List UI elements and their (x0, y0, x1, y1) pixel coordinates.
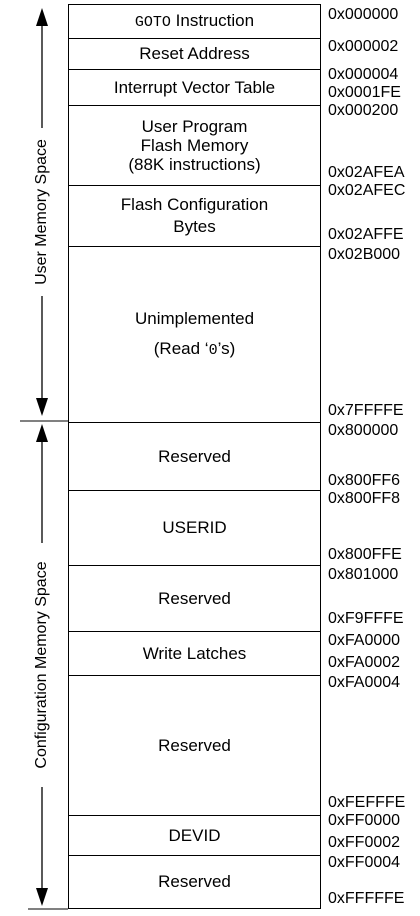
segment-reserved-1: Reserved (69, 423, 320, 491)
reserved-2-label: Reserved (158, 588, 231, 608)
write-latches-label: Write Latches (142, 643, 247, 663)
read-zeros-label: (Read ‘0’s) (154, 334, 235, 366)
address-label: 0x02B000 (328, 246, 401, 263)
user-space-arrow-down (36, 398, 48, 416)
config-space-arrow-down (36, 888, 48, 906)
address-label: 0xF9FFFE (328, 610, 404, 627)
user-flash-line-3: (88K instructions) (128, 155, 261, 174)
reserved-1-label: Reserved (158, 446, 231, 466)
segment-userid: USERID (69, 491, 320, 566)
address-label: 0x0001FE (328, 84, 401, 101)
goto-mono-text: GOTO (134, 13, 171, 31)
address-label: 0x000200 (328, 102, 399, 119)
segment-user-program-flash: User Program Flash Memory (88K instructi… (69, 106, 320, 186)
segment-devid: DEVID (69, 816, 320, 856)
address-label: 0x800000 (328, 422, 399, 439)
reserved-3-label: Reserved (158, 735, 231, 755)
devid-label: DEVID (168, 825, 221, 845)
segment-reserved-4: Reserved (69, 856, 320, 908)
address-label: 0x800FFE (328, 546, 402, 563)
address-label: 0xFA0004 (328, 674, 401, 691)
address-label: 0x000000 (328, 6, 399, 23)
configuration-memory-space-label: Configuration Memory Space (33, 543, 51, 787)
user-flash-line-1: User Program (141, 117, 248, 136)
address-label: 0x7FFFFE (328, 402, 404, 419)
segment-reset-address: Reset Address (69, 39, 320, 70)
flash-config-line-2: Bytes (173, 217, 216, 236)
address-label: 0xFFFFFE (328, 890, 405, 907)
address-label: 0x000004 (328, 66, 399, 83)
address-label: 0x02AFEC (328, 182, 406, 199)
user-flash-line-2: Flash Memory (140, 136, 249, 155)
config-space-arrow-up (36, 424, 48, 442)
user-memory-space-label: User Memory Space (33, 128, 51, 296)
segment-flash-configuration-bytes: Flash Configuration Bytes (69, 186, 320, 247)
address-label: 0xFEFFFE (328, 794, 406, 811)
segment-unimplemented: Unimplemented (Read ‘0’s) (69, 247, 320, 423)
address-label: 0xFF0002 (328, 834, 401, 851)
reserved-4-label: Reserved (158, 872, 231, 891)
segment-reserved-3: Reserved (69, 676, 320, 816)
address-label: 0x000002 (328, 38, 399, 55)
address-label: 0x02AFFE (328, 226, 404, 243)
read-zeros-mono: 0 (208, 341, 218, 359)
goto-rest-text: Instruction (170, 10, 255, 30)
address-label: 0xFA0000 (328, 632, 401, 649)
unimplemented-label: Unimplemented (134, 308, 255, 328)
address-label: 0xFA0002 (328, 654, 401, 671)
read-zeros-post: ’s) (217, 338, 236, 358)
userid-label: USERID (162, 518, 227, 537)
address-label: 0x800FF8 (328, 490, 401, 507)
segment-goto-instruction: GOTO Instruction (69, 5, 320, 39)
address-label: 0x800FF6 (328, 472, 401, 489)
read-zeros-pre: (Read ‘ (153, 338, 209, 358)
user-space-arrow-up (36, 8, 48, 26)
goto-label: GOTO Instruction (135, 11, 254, 33)
segment-interrupt-vector-table: Interrupt Vector Table (69, 70, 320, 106)
address-label: 0x02AFEA (328, 164, 405, 181)
ivt-label: Interrupt Vector Table (113, 77, 276, 97)
reset-address-label: Reset Address (139, 44, 250, 63)
address-label: 0x801000 (328, 566, 399, 583)
segment-write-latches: Write Latches (69, 632, 320, 676)
segment-reserved-2: Reserved (69, 566, 320, 632)
flash-config-line-1: Flash Configuration (120, 195, 269, 214)
memory-map: GOTO Instruction Reset Address Interrupt… (68, 4, 321, 909)
address-label: 0xFF0000 (328, 812, 401, 829)
address-label: 0xFF0004 (328, 854, 401, 871)
